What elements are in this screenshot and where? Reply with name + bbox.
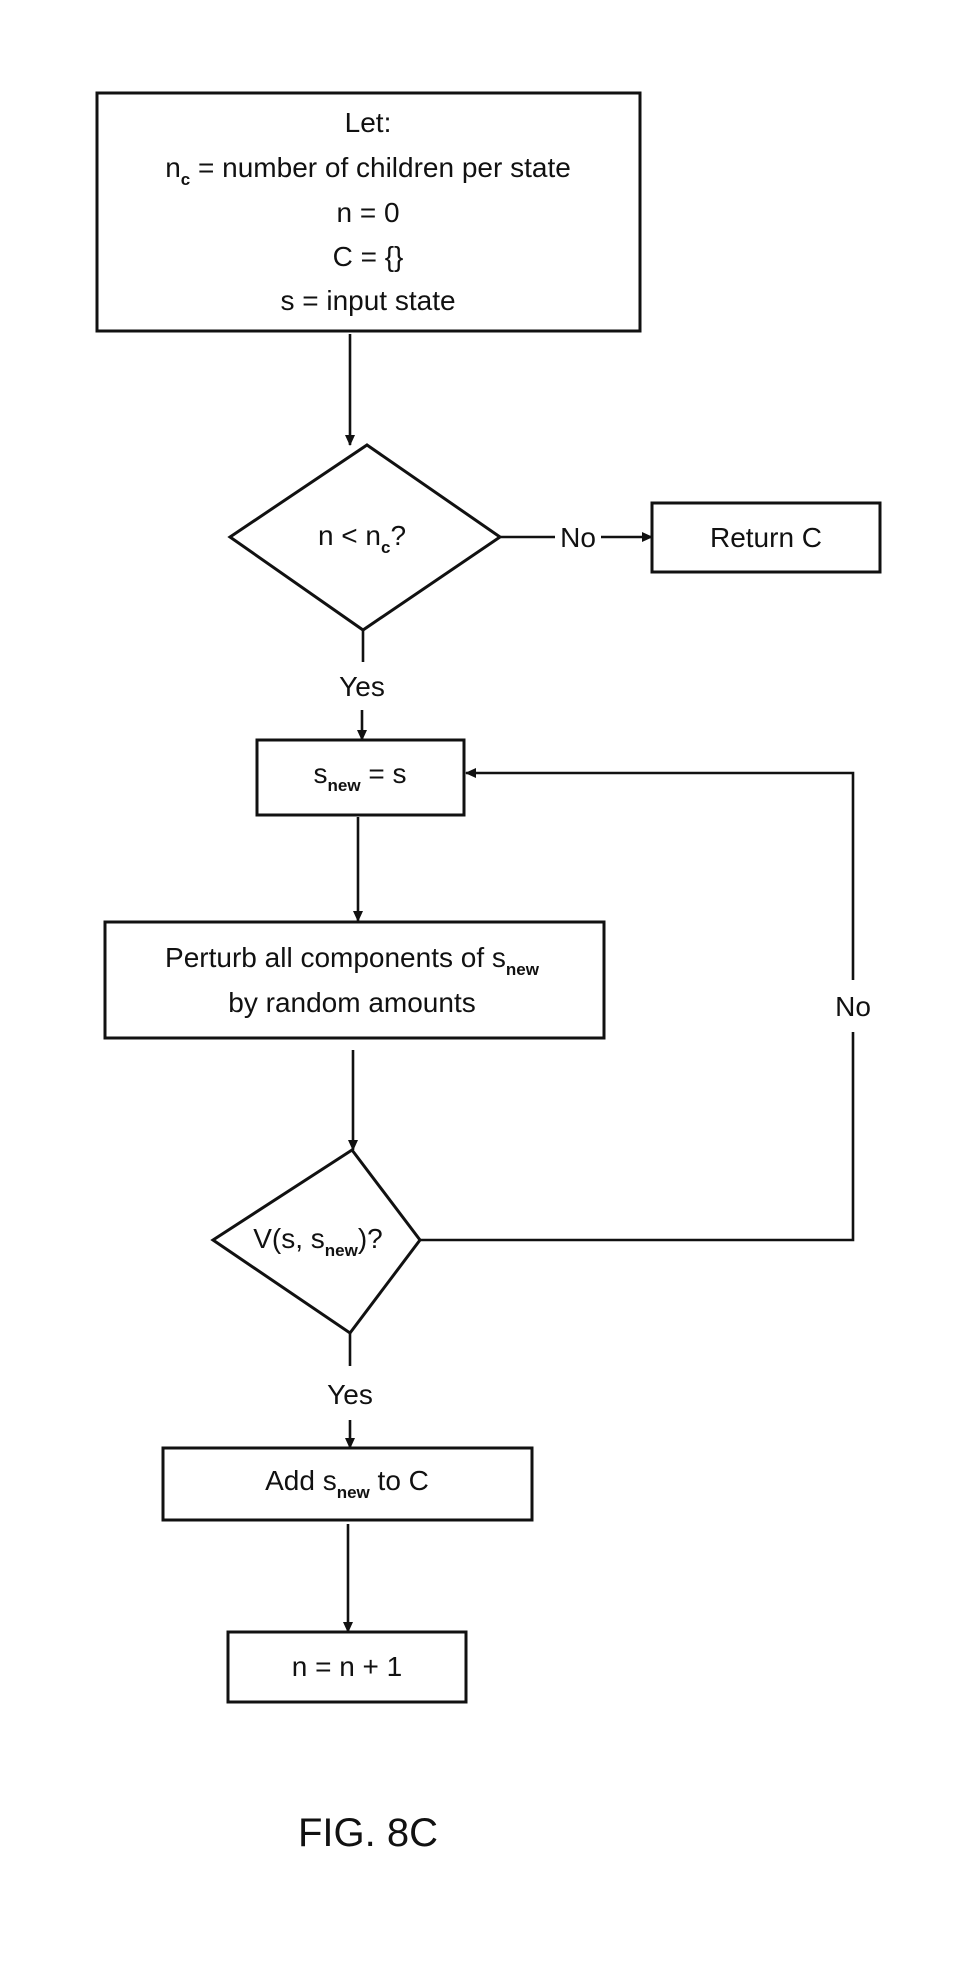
figure-label: FIG. 8C <box>298 1811 438 1855</box>
init-line-s: s = input state <box>280 285 455 316</box>
node-return-c: Return C <box>652 503 880 572</box>
increment-text: n = n + 1 <box>292 1651 403 1682</box>
edge-label-yes-first: Yes <box>339 671 385 702</box>
node-increment: n = n + 1 <box>228 1632 466 1702</box>
node-perturb: Perturb all components of snew by random… <box>105 922 604 1038</box>
node-decision-n: n < nc? <box>230 445 500 630</box>
node-assign-snew: snew = s <box>257 740 464 815</box>
node-init: Let: nc = number of children per state n… <box>97 93 640 331</box>
perturb-line-2: by random amounts <box>228 987 475 1018</box>
node-decision-v: V(s, snew)? <box>213 1150 420 1333</box>
edge-decision-v-no-loop-lower <box>420 1032 853 1240</box>
edge-label-no-loop: No <box>835 991 871 1022</box>
init-line-c: C = {} <box>333 241 404 272</box>
edge-label-yes-second: Yes <box>327 1379 373 1410</box>
edge-label-no-return: No <box>560 522 596 553</box>
node-add-to-c: Add snew to C <box>163 1448 532 1520</box>
init-line-n: n = 0 <box>336 197 399 228</box>
return-c-text: Return C <box>710 522 822 553</box>
init-line-let: Let: <box>345 107 392 138</box>
